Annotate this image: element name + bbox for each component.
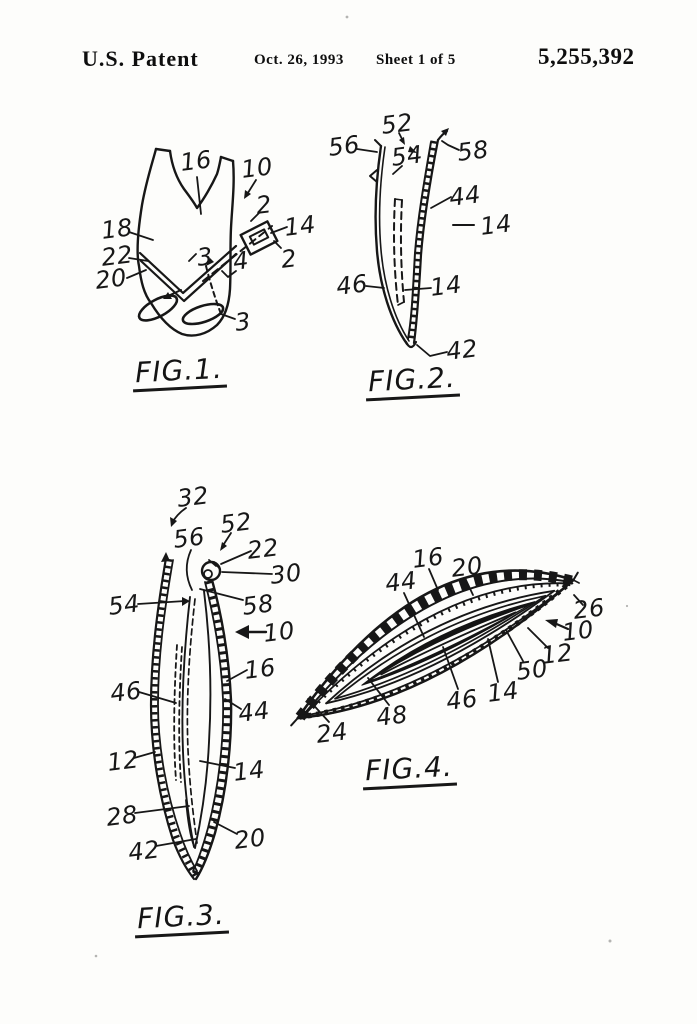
fig2-bottom-cap (404, 340, 418, 349)
fig2-leader-lines (356, 132, 475, 357)
fig2-ref-56: 56 (326, 130, 362, 162)
fig4-ref-48: 48 (374, 700, 410, 732)
fig2-drawing (356, 128, 475, 357)
fig3-ref-32: 32 (175, 481, 211, 513)
fig1-caption: FIG.1. (131, 351, 227, 393)
fig3-right-strip-outer (194, 578, 233, 881)
fig3-ref-10: 10 (261, 616, 297, 648)
fig1-ref-3-lower: 3 (233, 307, 253, 337)
patent-header-title: U.S. Patent (82, 46, 199, 71)
patent-header-date: Oct. 26, 1993 (254, 52, 344, 68)
fig1-left-leg-opening (137, 294, 179, 322)
fig2-ref-14-upper: 14 (478, 209, 514, 241)
fig4-caption: FIG.4. (361, 749, 457, 791)
fig1-ref-4: 4 (231, 246, 251, 276)
fig3-ref-54: 54 (106, 589, 142, 621)
fig1-ref-2-lower: 2 (279, 244, 299, 274)
fig3-ref-12: 12 (105, 745, 141, 777)
fig1-neckline (168, 149, 223, 210)
fig3-inner-layer-left (181, 596, 195, 848)
fig3-leader-lines (133, 507, 273, 847)
scan-specks (94, 15, 629, 958)
fig2-ref-44: 44 (447, 180, 483, 212)
fig2-stitch-seam (393, 198, 399, 306)
fig3-ref-14: 14 (231, 755, 267, 787)
fig4-ref-14: 14 (485, 676, 521, 708)
fig3-ref-20: 20 (232, 823, 268, 855)
fig1-ref-16: 16 (178, 145, 214, 177)
fig4-ref-44: 44 (383, 566, 419, 598)
fig3-ref-28: 28 (104, 800, 140, 832)
fig4-ref-16: 16 (410, 542, 446, 574)
fig4-ref-20: 20 (449, 551, 485, 583)
fig2-right-strip-outer (412, 138, 440, 345)
fig1-section-line-2-2 (202, 225, 273, 282)
fig3-left-strip-outer (149, 556, 196, 881)
fig3-ref-58: 58 (240, 589, 276, 621)
fig4-bottom-strip-hatch (299, 579, 574, 720)
fig2-right-strip-hatch (407, 140, 438, 342)
fig4-drawing (290, 568, 584, 727)
fig3-ref-22: 22 (245, 533, 281, 565)
fig3-ref-56: 56 (171, 522, 207, 554)
fig1-leader-lines (126, 176, 288, 320)
fig3-caption: FIG.3. (133, 897, 229, 939)
fig1-ref-10: 10 (239, 152, 275, 184)
fig4-ref-46: 46 (444, 684, 480, 716)
fig3-stitch-seam (173, 644, 178, 781)
fig1-ref-20: 20 (93, 263, 129, 295)
fig3-ref-52: 52 (218, 507, 254, 539)
patent-header-number: 5,255,392 (538, 44, 635, 69)
fig4-top-strip-hatch (295, 569, 574, 721)
fig1-waistband-upper (138, 244, 238, 295)
fig4-leader-lines (307, 568, 584, 723)
fig1-ref-3-upper: 3 (195, 242, 215, 272)
fig1-garment-outline (136, 147, 235, 337)
fig3-ref-16: 16 (242, 653, 278, 685)
fig3-left-strip-hatch (150, 558, 199, 878)
fig3-inner-layer-right (194, 590, 212, 849)
fig2-ref-54: 54 (389, 140, 425, 172)
fig1-detail-box-outer (239, 220, 279, 256)
fig1-ref-14: 14 (282, 210, 318, 242)
fig2-arrowheads (399, 128, 449, 153)
fig3-ref-42: 42 (126, 835, 162, 867)
patent-header-sheet: Sheet 1 of 5 (376, 52, 456, 68)
fig4-ref-50: 50 (514, 654, 550, 686)
fig3-drawing (133, 507, 273, 881)
fig2-ref-58: 58 (455, 135, 491, 167)
fig1-ref-2-upper: 2 (254, 190, 274, 220)
fig1-drawing (126, 147, 288, 337)
fig3-ref-30: 30 (268, 558, 304, 590)
fig3-ref-44: 44 (236, 696, 272, 728)
fig1-arrowheads (163, 190, 251, 299)
fig3-arrowheads (161, 517, 249, 639)
fig2-ref-52: 52 (379, 108, 415, 140)
fig2-caption: FIG.2. (364, 360, 460, 402)
fig2-left-edge (374, 144, 409, 346)
fig1-right-leg-opening (181, 302, 225, 326)
fig2-ref-46: 46 (334, 269, 370, 301)
fig4-ref-24: 24 (314, 717, 350, 749)
fig1-detail-box-inner (248, 228, 270, 246)
fig2-ref-14-lower: 14 (428, 270, 464, 302)
fig3-ref-46: 46 (108, 676, 144, 708)
fig4-arrowheads (545, 619, 558, 628)
fig3-right-strip-hatch (191, 580, 231, 877)
fig1-section-line-3-3 (205, 265, 222, 315)
